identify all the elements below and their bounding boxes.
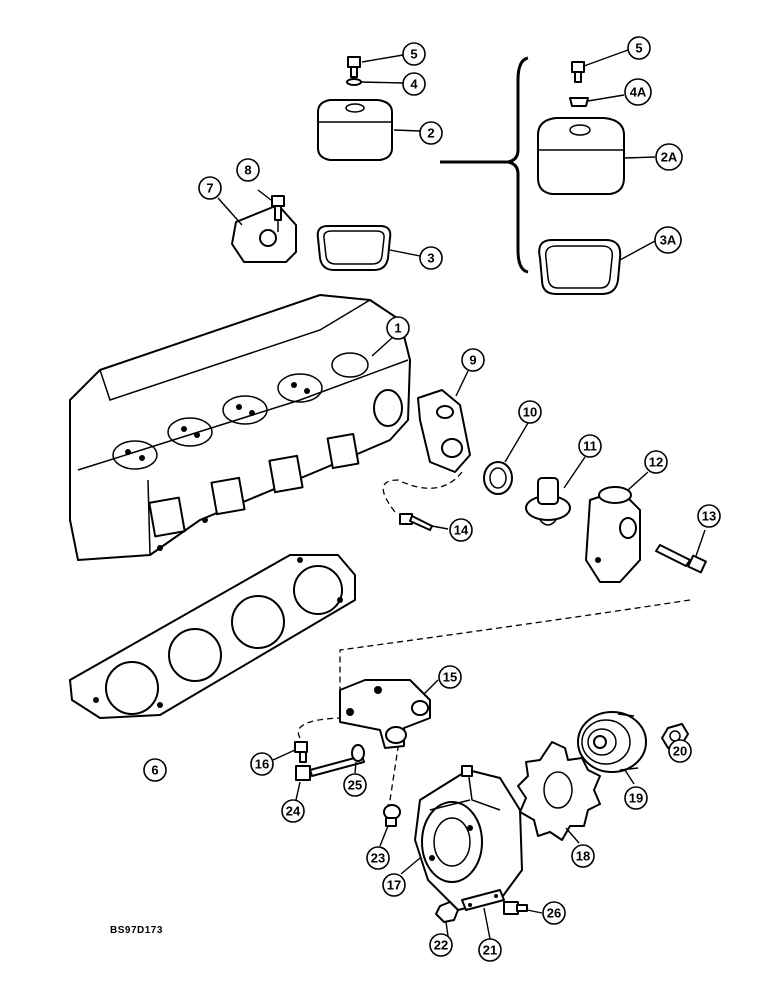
callout-19: 19 bbox=[624, 786, 648, 810]
callout-label-9: 9 bbox=[469, 353, 476, 368]
callout-4: 4 bbox=[402, 72, 426, 96]
callout-label-3a: 3A bbox=[660, 233, 677, 248]
callout-label-10: 10 bbox=[523, 405, 537, 420]
callout-15: 15 bbox=[438, 665, 462, 689]
callout-label-23: 23 bbox=[371, 851, 385, 866]
housing-bolt-part bbox=[655, 544, 707, 574]
callout-label-1: 1 bbox=[394, 321, 401, 336]
pulley-part bbox=[577, 711, 647, 773]
alt-breather-cover-part bbox=[537, 117, 625, 195]
connection-line-2 bbox=[339, 599, 691, 700]
callout-17: 17 bbox=[382, 873, 406, 897]
callout-label-16: 16 bbox=[255, 757, 269, 772]
callout-label-5b: 5 bbox=[635, 41, 642, 56]
callout-3: 3 bbox=[419, 246, 443, 270]
callout-label-5: 5 bbox=[410, 47, 417, 62]
callout-24: 24 bbox=[281, 799, 305, 823]
callout-label-2a: 2A bbox=[661, 150, 678, 165]
leader-lines bbox=[217, 49, 706, 940]
spacer-part bbox=[351, 744, 365, 762]
callout-14: 14 bbox=[449, 518, 473, 542]
long-bolt-part bbox=[295, 755, 365, 781]
callout-11: 11 bbox=[578, 434, 602, 458]
adjusting-nut-part bbox=[435, 901, 459, 923]
breather-cover-part bbox=[317, 99, 393, 161]
callout-1: 1 bbox=[386, 316, 410, 340]
connection-line-4 bbox=[384, 734, 401, 816]
callout-label-4a: 4A bbox=[630, 85, 647, 100]
callout-23: 23 bbox=[366, 846, 390, 870]
callout-10: 10 bbox=[518, 400, 542, 424]
callout-16: 16 bbox=[250, 752, 274, 776]
callout-label-18: 18 bbox=[576, 849, 590, 864]
callout-13: 13 bbox=[697, 504, 721, 528]
alternator-bolt-part bbox=[383, 804, 401, 827]
callout-12: 12 bbox=[644, 450, 668, 474]
bracket-screw-part bbox=[294, 741, 308, 763]
lifting-bracket-part bbox=[231, 204, 297, 263]
callout-label-8: 8 bbox=[244, 163, 251, 178]
adjusting-link-part bbox=[461, 889, 505, 911]
alt-breather-screw-part bbox=[571, 61, 585, 83]
callout-label-17: 17 bbox=[387, 878, 401, 893]
callout-label-2: 2 bbox=[427, 126, 434, 141]
alternator-bracket-part bbox=[339, 679, 431, 749]
callout-8: 8 bbox=[236, 158, 260, 182]
callout-2: 2 bbox=[419, 121, 443, 145]
callout-22: 22 bbox=[429, 933, 453, 957]
callout-6: 6 bbox=[143, 758, 167, 782]
callout-5: 5 bbox=[402, 42, 426, 66]
thermostat-part bbox=[525, 477, 571, 526]
link-bolt-part bbox=[503, 901, 528, 915]
head-gasket-part bbox=[69, 554, 356, 719]
callout-label-12: 12 bbox=[649, 455, 663, 470]
drawing-code: BS97D173 bbox=[110, 925, 163, 936]
seal-part bbox=[483, 461, 513, 495]
bracket-bolt-part bbox=[271, 195, 285, 221]
callout-label-14: 14 bbox=[454, 523, 469, 538]
callout-label-22: 22 bbox=[434, 938, 448, 953]
callout-7: 7 bbox=[198, 176, 222, 200]
fan-part bbox=[517, 741, 601, 841]
alternate-group-brace bbox=[440, 56, 529, 274]
callout-label-13: 13 bbox=[702, 509, 716, 524]
callout-label-21: 21 bbox=[483, 943, 497, 958]
alt-breather-gasket-part bbox=[538, 239, 622, 295]
callout-3a: 3A bbox=[654, 226, 682, 254]
connection-line-3 bbox=[297, 717, 341, 739]
callout-label-19: 19 bbox=[629, 791, 643, 806]
breather-screw-part bbox=[347, 56, 361, 78]
connection-line-1 bbox=[382, 471, 463, 513]
callout-20: 20 bbox=[668, 739, 692, 763]
washer-part bbox=[346, 78, 362, 86]
callout-label-15: 15 bbox=[443, 670, 457, 685]
alt-washer-part bbox=[569, 97, 589, 107]
thermostat-housing-part bbox=[585, 486, 641, 583]
cylinder-head-part bbox=[69, 294, 411, 561]
callout-2a: 2A bbox=[655, 143, 683, 171]
callout-label-26: 26 bbox=[547, 906, 561, 921]
callout-18: 18 bbox=[571, 844, 595, 868]
callout-4a: 4A bbox=[624, 78, 652, 106]
callout-label-7: 7 bbox=[206, 181, 213, 196]
callout-label-6: 6 bbox=[151, 763, 158, 778]
callout-label-3: 3 bbox=[427, 251, 434, 266]
callout-label-11: 11 bbox=[583, 439, 597, 454]
callout-21: 21 bbox=[478, 938, 502, 962]
callout-label-25: 25 bbox=[348, 778, 362, 793]
callout-label-4: 4 bbox=[410, 77, 418, 92]
callout-9: 9 bbox=[461, 348, 485, 372]
gasket-bolt-part bbox=[399, 513, 433, 531]
alternator-part bbox=[414, 765, 523, 911]
callout-25: 25 bbox=[343, 773, 367, 797]
callout-label-24: 24 bbox=[286, 804, 301, 819]
thermostat-gasket-part bbox=[417, 389, 471, 473]
callout-5b: 5 bbox=[627, 36, 651, 60]
breather-gasket-part bbox=[316, 225, 392, 271]
callout-26: 26 bbox=[542, 901, 566, 925]
callout-label-20: 20 bbox=[673, 744, 687, 759]
